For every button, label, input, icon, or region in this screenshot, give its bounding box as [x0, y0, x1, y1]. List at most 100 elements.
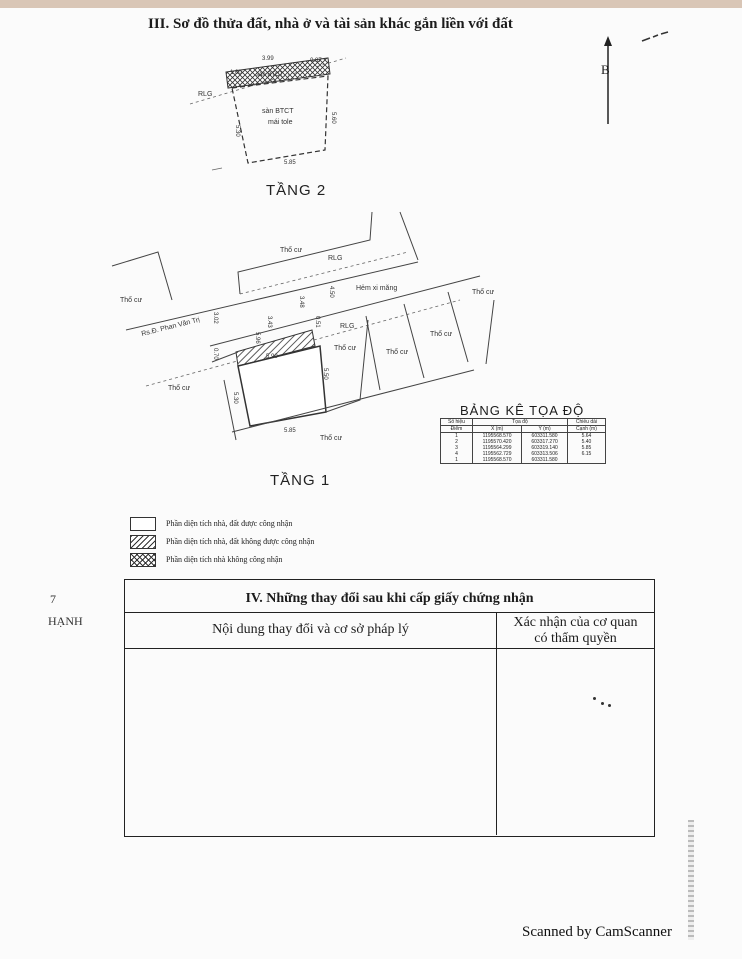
coord-h-point2: Điểm: [440, 425, 473, 433]
col-confirm-line1: Xác nhận của cơ quan: [513, 615, 638, 630]
floor2-dim-corner-r: 0.87: [310, 58, 322, 64]
coord-x: 1195568.570: [471, 432, 523, 439]
scan-top-edge: [0, 0, 742, 8]
coord-table-title: BẢNG KÊ TỌA ĐỘ: [460, 403, 585, 418]
legend-plain-swatch: [130, 516, 156, 531]
floor1-rlg-top: RLG: [328, 255, 342, 262]
floor2-balcony-label: sàn BTCT: [256, 72, 283, 78]
floor1-hatched-strip: [235, 329, 316, 367]
coord-h-x: X (m): [471, 425, 523, 433]
coord-header-row-2: Điểm X (m) Y (m) Cạnh (m): [440, 425, 607, 433]
coord-header-row: Số hiệu Tọa độ Chiều dài: [440, 418, 607, 426]
ink-dot: [593, 697, 596, 700]
floor2-dim-top: 3.99: [262, 56, 274, 62]
coord-h-coord: Tọa độ: [471, 418, 568, 426]
table-row: 4 1195562.729 603313.506 6.15: [440, 451, 607, 457]
floor2-plan: sàn BTCT mái tole RLG 3.99 1.00 0.87 sàn…: [189, 56, 347, 171]
floor1-dim-right: 5.50: [322, 368, 328, 380]
floor1-title: TẦNG 1: [270, 472, 331, 489]
floor2-dim-right: 5.60: [330, 112, 336, 124]
coord-x: 1195564.299: [471, 445, 523, 451]
confirm-cell: [497, 649, 654, 835]
section4-header: Nội dung thay đổi và cơ sở pháp lý Xác n…: [125, 613, 654, 649]
section4-body: [125, 649, 654, 835]
north-label: B: [601, 62, 610, 77]
coord-len: 5.85: [566, 445, 607, 451]
content-cell: [125, 649, 497, 835]
section3-title: III. Sơ đồ thửa đất, nhà ở và tài sản kh…: [148, 16, 513, 32]
table-row: 3 1195564.299 603319.140 5.85: [440, 445, 607, 451]
legend-cross-swatch: [130, 552, 156, 567]
coord-table: Số hiệu Tọa độ Chiều dài Điểm X (m) Y (m…: [440, 418, 607, 464]
col-confirm-header: Xác nhận của cơ quan có thẩm quyền: [497, 613, 654, 648]
legend-item: Phần diện tích nhà không công nhận: [130, 552, 314, 567]
table-row: 2 1195570.420 603317.270 5.40: [440, 439, 607, 445]
floor1-rlg-mid: RLG: [340, 323, 354, 330]
coord-len: [566, 457, 607, 464]
legend-item: Phần diện tích nhà, đất không được công …: [130, 534, 314, 549]
pen-mark-icon: [641, 31, 669, 42]
floor1-neighbor-r1: Thổ cư: [430, 330, 453, 338]
floor1-dim-alley-a: 3.48: [298, 296, 304, 308]
ink-dot: [608, 704, 611, 707]
floor1-dim-alley-d: 3.43: [266, 316, 272, 328]
scanner-watermark: Scanned by CamScanner: [522, 924, 672, 940]
floor2-rlg: RLG: [198, 91, 212, 98]
coord-x: 1195568.570: [471, 457, 523, 464]
col-content-header: Nội dung thay đổi và cơ sở pháp lý: [125, 613, 497, 648]
col-confirm-line2: có thẩm quyền: [534, 631, 617, 646]
legend: Phần diện tích nhà, đất được công nhận P…: [130, 516, 314, 570]
coord-x: 1195570.420: [471, 439, 523, 445]
margin-text: HẠNH: [48, 614, 83, 628]
floor1-plan: Thổ cư Thổ cư Thổ cư Thổ cư Thổ cư Thổ c…: [111, 211, 495, 442]
floor1-dim-front-b: 5.90: [266, 354, 278, 360]
coord-len: 5.64: [566, 432, 607, 439]
floor1-dim-left: 5.30: [232, 392, 238, 404]
coord-h-y: Y (m): [521, 425, 568, 433]
floor2-dim-left: 5.30: [234, 125, 240, 137]
floor1-neighbor-top: Thổ cư: [280, 246, 303, 254]
floor1-dim-front: 5.96: [254, 332, 260, 344]
floor1-neighbor-bl: Thổ cư: [168, 384, 191, 392]
coord-h-point: Số hiệu: [440, 418, 473, 426]
floor2-roof-label: mái tole: [268, 119, 293, 126]
floor1-neighbor-left: Thổ cư: [120, 296, 143, 304]
coord-len: 6.15: [566, 451, 607, 457]
floor1-neighbor-r2: Thổ cư: [386, 348, 409, 356]
coord-pt: 1: [440, 457, 473, 464]
floor1-dim-bottom: 5.85: [284, 428, 296, 434]
floor2-footprint: [231, 75, 329, 164]
margin-number: 7: [50, 592, 56, 606]
floor2-dim-bottom: 5.85: [284, 160, 296, 166]
floor1-dim-alley-c: 3.02: [212, 312, 218, 324]
legend-item: Phần diện tích nhà, đất được công nhận: [130, 516, 314, 531]
floor1-neighbor-bottom: Thổ cư: [320, 434, 343, 442]
legend-text: Phần diện tích nhà, đất được công nhận: [166, 519, 293, 528]
floor2-balcony: [225, 57, 331, 89]
scan-edge-artifact: [688, 820, 694, 940]
table-row: 1 1195568.570 603311.580: [440, 457, 607, 464]
coord-h-edge2: Cạnh (m): [566, 425, 607, 433]
section4-title: IV. Những thay đổi sau khi cấp giấy chứn…: [125, 580, 654, 613]
floor2-title: TẦNG 2: [266, 182, 327, 199]
floor1-neighbor-right: Thổ cư: [472, 288, 495, 296]
floor1-dim-side: 0.51: [314, 316, 320, 328]
floor1-dim-side-b: 0.70: [212, 348, 218, 360]
section4-table: IV. Những thay đổi sau khi cấp giấy chứn…: [124, 579, 655, 837]
site-plan-drawing: sàn BTCT mái tole RLG 3.99 1.00 0.87 sàn…: [111, 56, 495, 442]
floor1-neighbor-r3: Thổ cư: [334, 344, 357, 352]
legend-text: Phần diện tích nhà không công nhận: [166, 555, 283, 564]
floor1-alley-label: Hẻm xi măng: [356, 285, 397, 292]
table-row: 1 1195568.570 603311.580 5.64: [440, 432, 607, 439]
coord-len: 5.40: [566, 439, 607, 445]
coord-h-edge: Chiều dài: [566, 418, 607, 426]
legend-hatch-swatch: [130, 534, 156, 549]
north-arrow-icon: [604, 36, 612, 124]
floor2-slab-label: sàn BTCT: [262, 108, 294, 115]
coord-y: 603311.580: [521, 457, 568, 464]
ink-dot: [601, 702, 604, 705]
legend-text: Phần diện tích nhà, đất không được công …: [166, 537, 315, 546]
coord-x: 1195562.729: [471, 451, 523, 457]
floor2-dim-corner: 1.00: [230, 70, 242, 76]
floor1-dim-alley-b: 4.50: [328, 286, 334, 298]
